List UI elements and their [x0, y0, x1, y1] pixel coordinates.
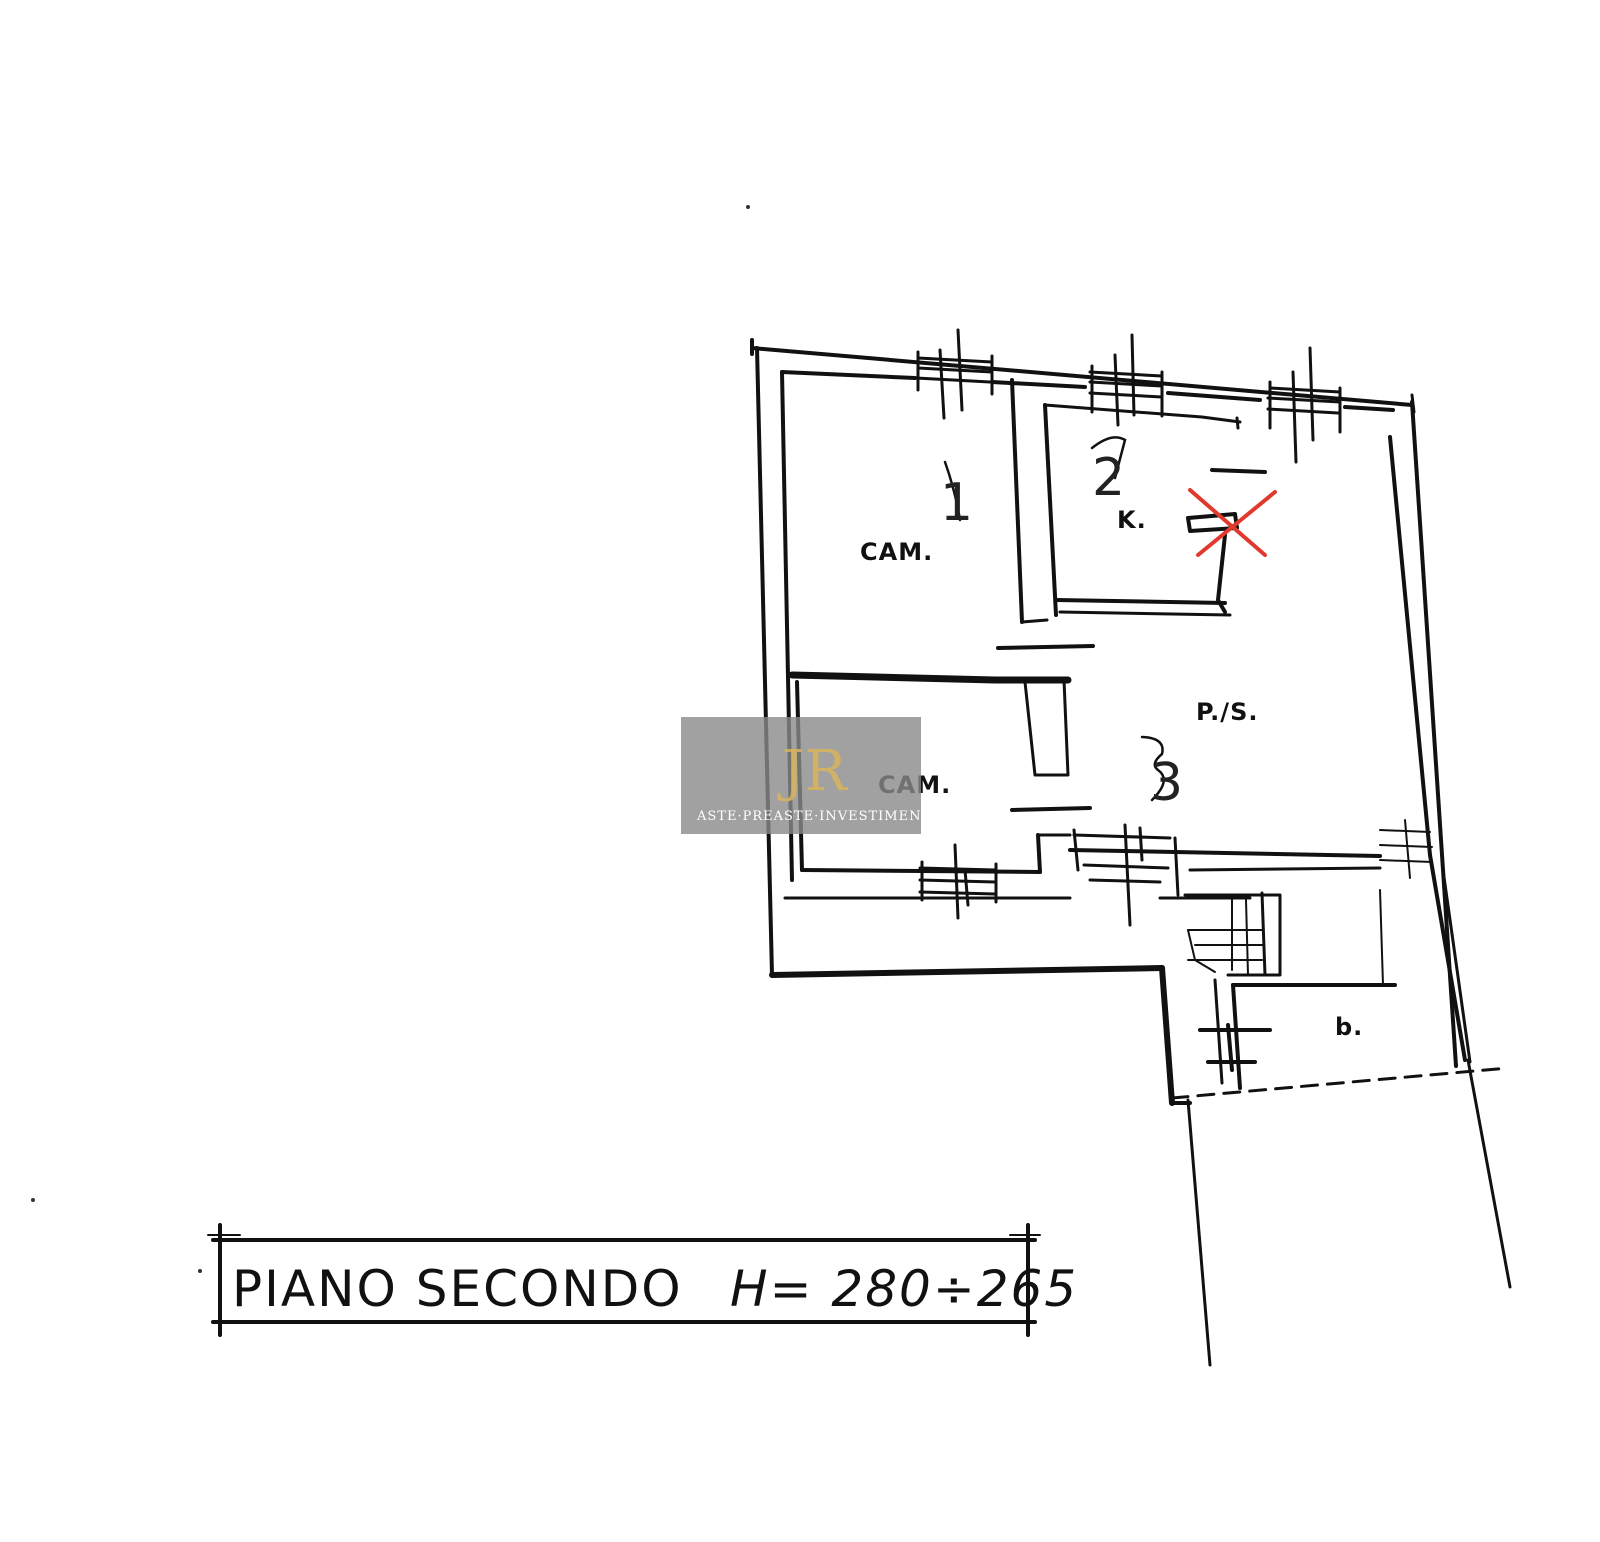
door-swings [943, 436, 1165, 802]
room-number-1: 1 [940, 473, 973, 533]
room-number-2: 2 [1092, 448, 1125, 508]
speck [746, 205, 750, 209]
room-label-kitchen: K. [1117, 506, 1147, 534]
plan-title: PIANO SECONDO [232, 1260, 683, 1318]
room-label-cam-1: CAM. [860, 538, 933, 566]
ceiling-height-label: H= 280÷265 [730, 1260, 1078, 1318]
bottom-windows [918, 823, 1180, 927]
room-label-pranzo-soggiorno: P./S. [1196, 698, 1258, 726]
room-number-3: 3 [1150, 753, 1183, 813]
watermark-text: ASTE·PREASTE·INVESTIMENTI [696, 809, 937, 824]
speck [198, 1269, 202, 1273]
title-block [207, 1223, 1041, 1337]
removed-item-cross-icon [1188, 488, 1277, 557]
room-label-bagno: b. [1335, 1013, 1363, 1041]
speck [31, 1198, 35, 1202]
watermark-logo-icon: JR [777, 739, 848, 804]
top-windows [914, 328, 1342, 464]
watermark: JR ASTE·PREASTE·INVESTIMENTI [681, 717, 937, 834]
